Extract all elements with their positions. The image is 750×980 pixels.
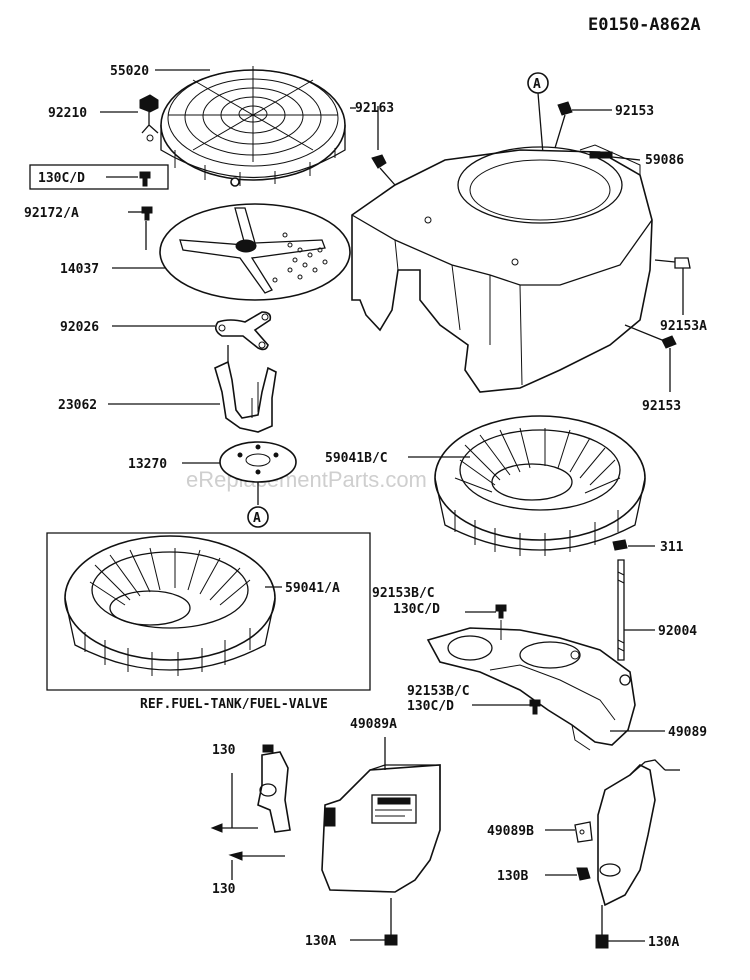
- label-130b: 130B: [497, 869, 528, 884]
- label-130-bottom: 130: [212, 882, 236, 897]
- label-13270: 13270: [128, 457, 167, 472]
- label-23062: 23062: [58, 398, 97, 413]
- label-92004: 92004: [658, 624, 697, 639]
- fan-59041bc: [408, 415, 646, 556]
- bracket-fuel-tank: [210, 744, 291, 880]
- bolt-92163: [371, 106, 387, 169]
- label-92163: 92163: [355, 101, 394, 116]
- svg-text:A: A: [253, 511, 261, 526]
- bolt-92153bc-1: [495, 604, 507, 640]
- label-130a-left: 130A: [305, 934, 336, 949]
- leaders-left: [100, 69, 220, 464]
- shroud-59086: [351, 144, 653, 393]
- cover-49089b: [545, 759, 680, 907]
- label-92153a: 92153A: [660, 319, 707, 334]
- label-130cd-2: 130C/D: [407, 699, 454, 714]
- diagram-code: E0150-A862A: [588, 15, 701, 35]
- bolt-130a-right: [595, 905, 645, 949]
- label-92210: 92210: [48, 106, 87, 121]
- label-130a-right: 130A: [648, 935, 679, 950]
- label-92153-right: 92153: [642, 399, 681, 414]
- label-92153bc-2: 92153B/C: [407, 684, 470, 699]
- bracket-23062: [214, 345, 277, 433]
- label-130cd-1: 130C/D: [393, 602, 440, 617]
- fan-59041a-box: [46, 532, 371, 691]
- bolt-92210: [139, 94, 159, 142]
- label-49089: 49089: [668, 725, 707, 740]
- bolt-92153-top: [554, 101, 612, 149]
- cup-13270: [219, 441, 297, 505]
- stud-92004: [612, 539, 655, 661]
- baffle-49089: [426, 627, 636, 751]
- bolt-92153bc-2: [529, 699, 541, 715]
- svg-text:A: A: [533, 77, 541, 92]
- bolt-92153-right: [624, 324, 677, 392]
- leaders-right: [350, 107, 530, 706]
- label-59041bc: 59041B/C: [325, 451, 388, 466]
- box-130cd: [29, 164, 169, 190]
- label-59041a: 59041/A: [285, 581, 340, 596]
- label-92153-top: 92153: [615, 104, 654, 119]
- bolt-130b: [545, 867, 591, 881]
- label-311: 311: [660, 540, 684, 555]
- label-130cd-box: 130C/D: [38, 171, 85, 186]
- plate-92026: [214, 311, 272, 351]
- label-55020: 55020: [110, 64, 149, 79]
- label-92153bc-1: 92153B/C: [372, 586, 435, 601]
- bolt-92153a: [654, 257, 691, 315]
- label-49089b: 49089B: [487, 824, 534, 839]
- label-92172a: 92172/A: [24, 206, 79, 221]
- label-130-top: 130: [212, 743, 236, 758]
- cover-49089a: [321, 737, 441, 893]
- reference-note: REF.FUEL-TANK/FUEL-VALVE: [140, 697, 328, 712]
- pulley-14037: [159, 203, 351, 301]
- label-92026: 92026: [60, 320, 99, 335]
- ref-marker-a-lower: A: [247, 506, 269, 528]
- bolt-92172a: [141, 206, 153, 221]
- bolt-130a-left: [350, 898, 398, 946]
- watermark: eReplacementParts.com: [186, 467, 427, 492]
- guard-55020: [160, 66, 346, 187]
- label-59086: 59086: [645, 153, 684, 168]
- label-14037: 14037: [60, 262, 99, 277]
- leader-59086: [611, 156, 641, 161]
- label-49089a: 49089A: [350, 717, 397, 732]
